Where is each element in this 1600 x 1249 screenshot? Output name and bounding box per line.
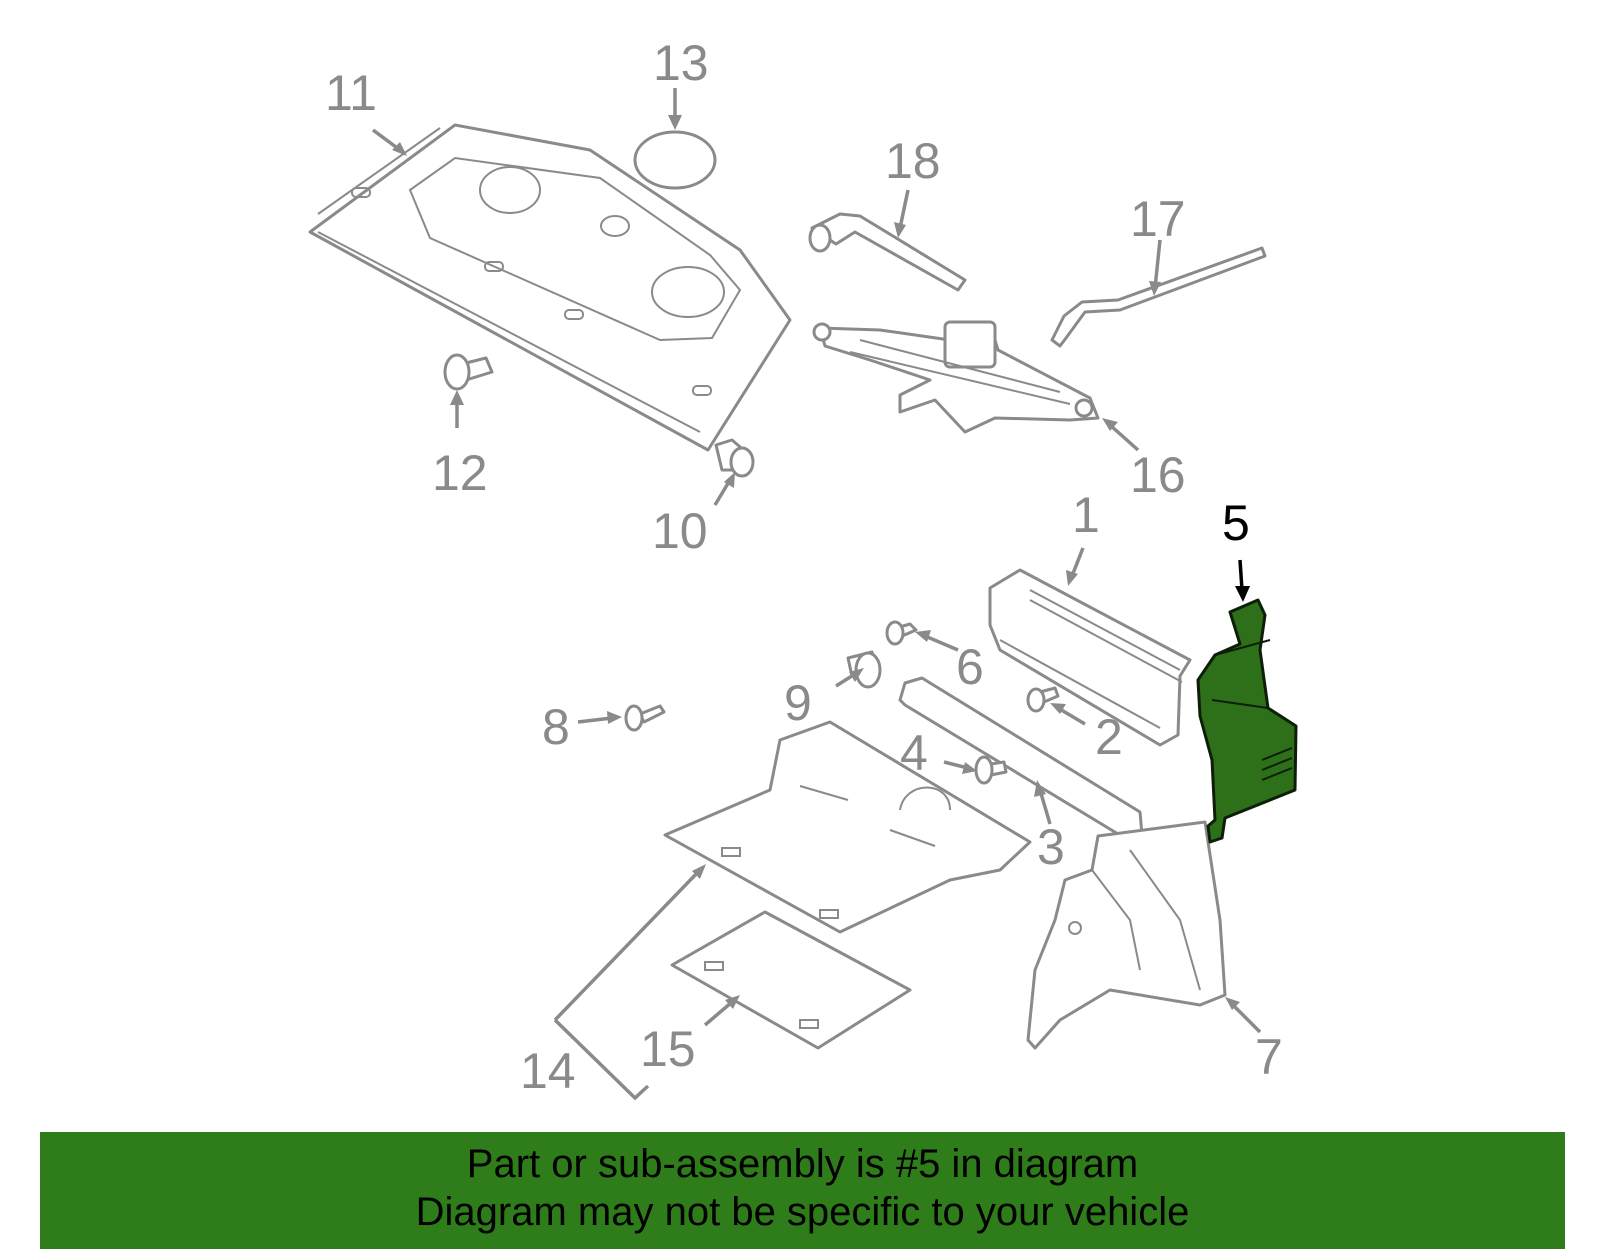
leader-2 <box>1057 706 1086 726</box>
callout-14: 14 <box>520 1043 576 1099</box>
callout-labels: 11 13 18 17 12 16 10 1 5 6 9 2 8 4 3 7 1… <box>325 35 1283 1099</box>
part-12-clip <box>443 353 494 391</box>
leader-15 <box>703 1000 734 1027</box>
banner-part-text: Part or sub-assembly is #5 in diagram <box>466 1142 1139 1186</box>
leader-18 <box>898 189 910 229</box>
arrowhead-15 <box>725 995 740 1009</box>
callout-15: 15 <box>640 1021 696 1077</box>
arrowhead-5 <box>1235 586 1250 602</box>
callout-16: 16 <box>1130 447 1186 503</box>
arrowhead-1 <box>1066 570 1078 586</box>
part-7-side-trim <box>1026 820 1227 1050</box>
part-18-jack-handle <box>808 212 967 292</box>
leader-5 <box>1238 559 1244 591</box>
part-16-jack <box>812 320 1100 434</box>
arrowhead-16 <box>1102 418 1118 431</box>
arrowhead-10 <box>724 472 735 488</box>
arrowhead-7 <box>1225 997 1240 1010</box>
leader-14 <box>553 868 702 1101</box>
callout-6: 6 <box>956 639 984 695</box>
part-10-grommet <box>714 438 755 478</box>
part-14-floor-mat <box>663 720 1032 934</box>
callout-9: 9 <box>784 675 812 731</box>
part-8-push-pin <box>624 704 666 732</box>
arrowhead-9 <box>849 668 864 682</box>
arrowhead-4 <box>962 762 977 774</box>
part-15-board <box>670 910 912 1050</box>
leader-10 <box>713 479 732 506</box>
part-4-push-pin <box>974 755 1008 785</box>
part-2-push-pin <box>1026 686 1060 713</box>
part-11-package-tray <box>308 123 792 452</box>
arrowhead-12 <box>450 390 464 405</box>
arrowhead-14 <box>692 864 706 879</box>
arrowhead-3 <box>1034 780 1046 797</box>
callout-11: 11 <box>325 65 377 121</box>
leader-6 <box>924 634 959 652</box>
arrowhead-8 <box>607 711 622 724</box>
callout-2: 2 <box>1095 709 1123 765</box>
leader-lines <box>371 88 1262 1101</box>
banner-disclaimer-text: Diagram may not be specific to your vehi… <box>415 1190 1190 1234</box>
callout-13: 13 <box>653 35 709 91</box>
callout-1: 1 <box>1072 487 1100 543</box>
callout-4: 4 <box>900 725 928 781</box>
callout-12: 12 <box>432 445 488 501</box>
leader-16 <box>1108 423 1140 452</box>
arrowhead-11 <box>392 142 407 156</box>
leader-1 <box>1070 547 1085 577</box>
part-9-clip <box>846 650 882 689</box>
part-13-ring <box>633 130 717 190</box>
callout-3: 3 <box>1037 819 1065 875</box>
leader-17 <box>1153 239 1162 289</box>
callout-5: 5 <box>1222 495 1250 551</box>
part-17-rod <box>1050 246 1267 348</box>
arrowhead-6 <box>915 630 931 642</box>
arrowhead-17 <box>1149 281 1161 296</box>
leader-3 <box>1038 789 1052 825</box>
arrowhead-18 <box>894 222 906 238</box>
callout-7: 7 <box>1255 1029 1283 1085</box>
callout-10: 10 <box>652 503 708 559</box>
part-5-highlighted <box>1196 598 1298 844</box>
leader-8 <box>577 716 613 724</box>
callout-8: 8 <box>542 699 570 755</box>
part-1-trim-panel <box>988 568 1192 747</box>
leader-7 <box>1230 1002 1262 1034</box>
callout-17: 17 <box>1130 191 1186 247</box>
arrowhead-13 <box>668 115 682 130</box>
callout-18: 18 <box>885 133 941 189</box>
info-banner: Part or sub-assembly is #5 in diagram Di… <box>40 1132 1565 1249</box>
arrowhead-2 <box>1050 703 1066 714</box>
part-6-push-pin <box>885 620 918 646</box>
